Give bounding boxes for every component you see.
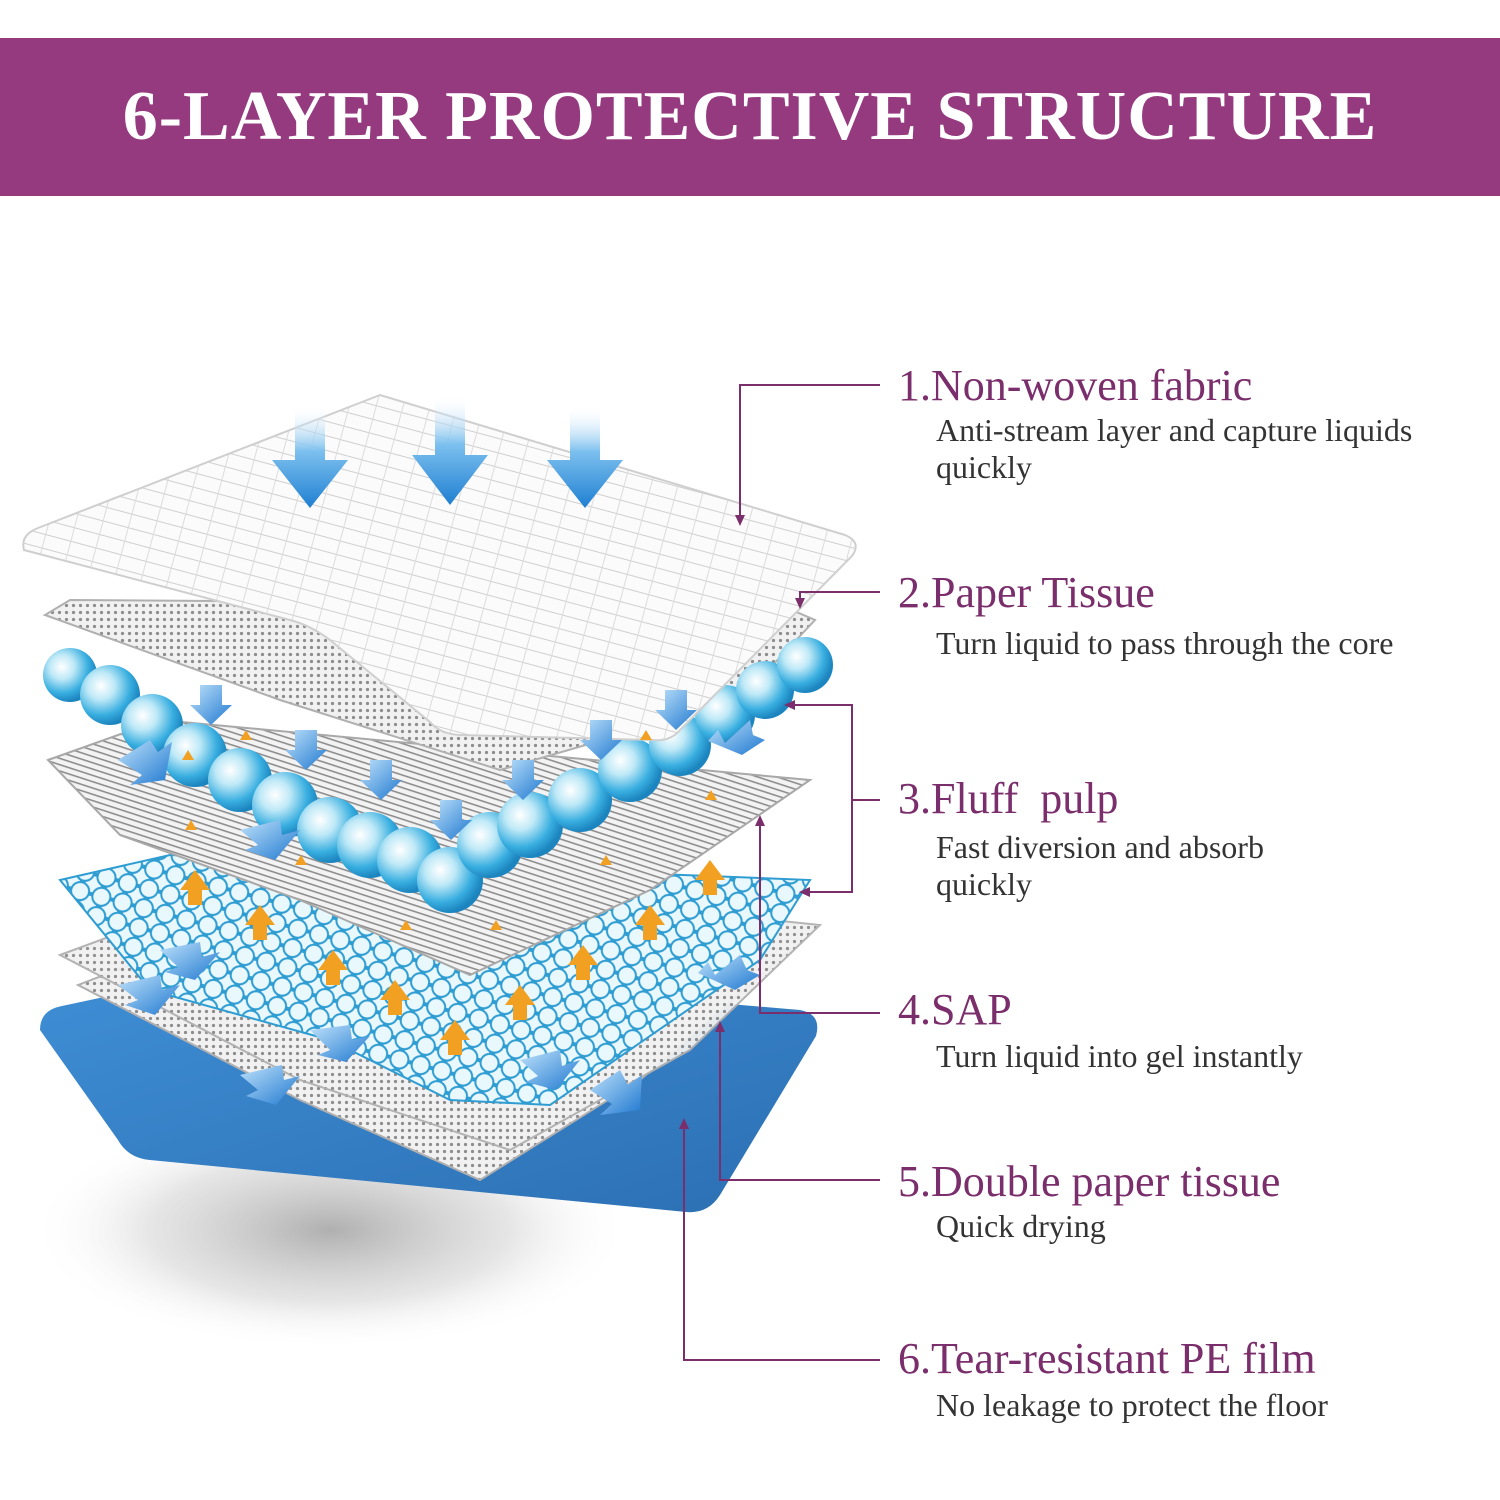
layer-5-title: 5.Double paper tissue <box>898 1157 1281 1206</box>
leader-arrowheads <box>679 515 810 1129</box>
leader-line-1 <box>739 384 880 522</box>
layer-5-label: 5.Double paper tissue Quick drying <box>898 1156 1458 1245</box>
page-title: 6-LAYER PROTECTIVE STRUCTURE <box>122 78 1378 155</box>
layer-5-description: Quick drying <box>936 1208 1106 1244</box>
layer-4-description: Turn liquid into gel instantly <box>936 1038 1303 1074</box>
layer-6-description: No leakage to protect the floor <box>936 1387 1328 1423</box>
layer-6-title: 6.Tear-resistant PE film <box>898 1334 1316 1383</box>
layer-2-description: Turn liquid to pass through the core <box>936 625 1394 661</box>
layer-1-description: Anti-stream layer and capture liquids qu… <box>936 412 1413 485</box>
leader-line-6 <box>683 1125 880 1361</box>
non-woven-fabric-layer <box>22 393 857 742</box>
layer-4-label: 4.SAP Turn liquid into gel instantly <box>898 984 1458 1075</box>
leader-line-5 <box>719 1028 880 1181</box>
layer-6-label: 6.Tear-resistant PE film No leakage to p… <box>898 1333 1458 1424</box>
layer-3-title: 3.Fluff pulp <box>898 774 1119 823</box>
down-arrow-icon <box>547 405 623 508</box>
leader-lines <box>683 384 880 1361</box>
liquid-inflow-arrows <box>272 395 623 508</box>
leader-line-3b <box>805 800 853 893</box>
leader-line-4 <box>759 822 880 1014</box>
layer-1-label: 1.Non-woven fabric Anti-stream layer and… <box>898 360 1458 486</box>
layer-3-description: Fast diversion and absorb quickly <box>936 829 1264 902</box>
layer-3-label: 3.Fluff pulp Fast diversion and absorb q… <box>898 773 1458 903</box>
moisture-up-arrows <box>180 730 725 1055</box>
layer-2-label: 2.Paper Tissue Turn liquid to pass throu… <box>898 567 1458 662</box>
down-arrow-icon <box>412 395 488 505</box>
header-banner: 6-LAYER PROTECTIVE STRUCTURE <box>0 38 1500 196</box>
diffusion-arrows <box>118 685 765 1115</box>
down-arrow-icon <box>272 405 348 508</box>
layer-2-title: 2.Paper Tissue <box>898 568 1155 617</box>
layer-4-title: 4.SAP <box>898 985 1012 1034</box>
layer-1-title: 1.Non-woven fabric <box>898 361 1253 410</box>
leader-line-3 <box>790 704 880 801</box>
